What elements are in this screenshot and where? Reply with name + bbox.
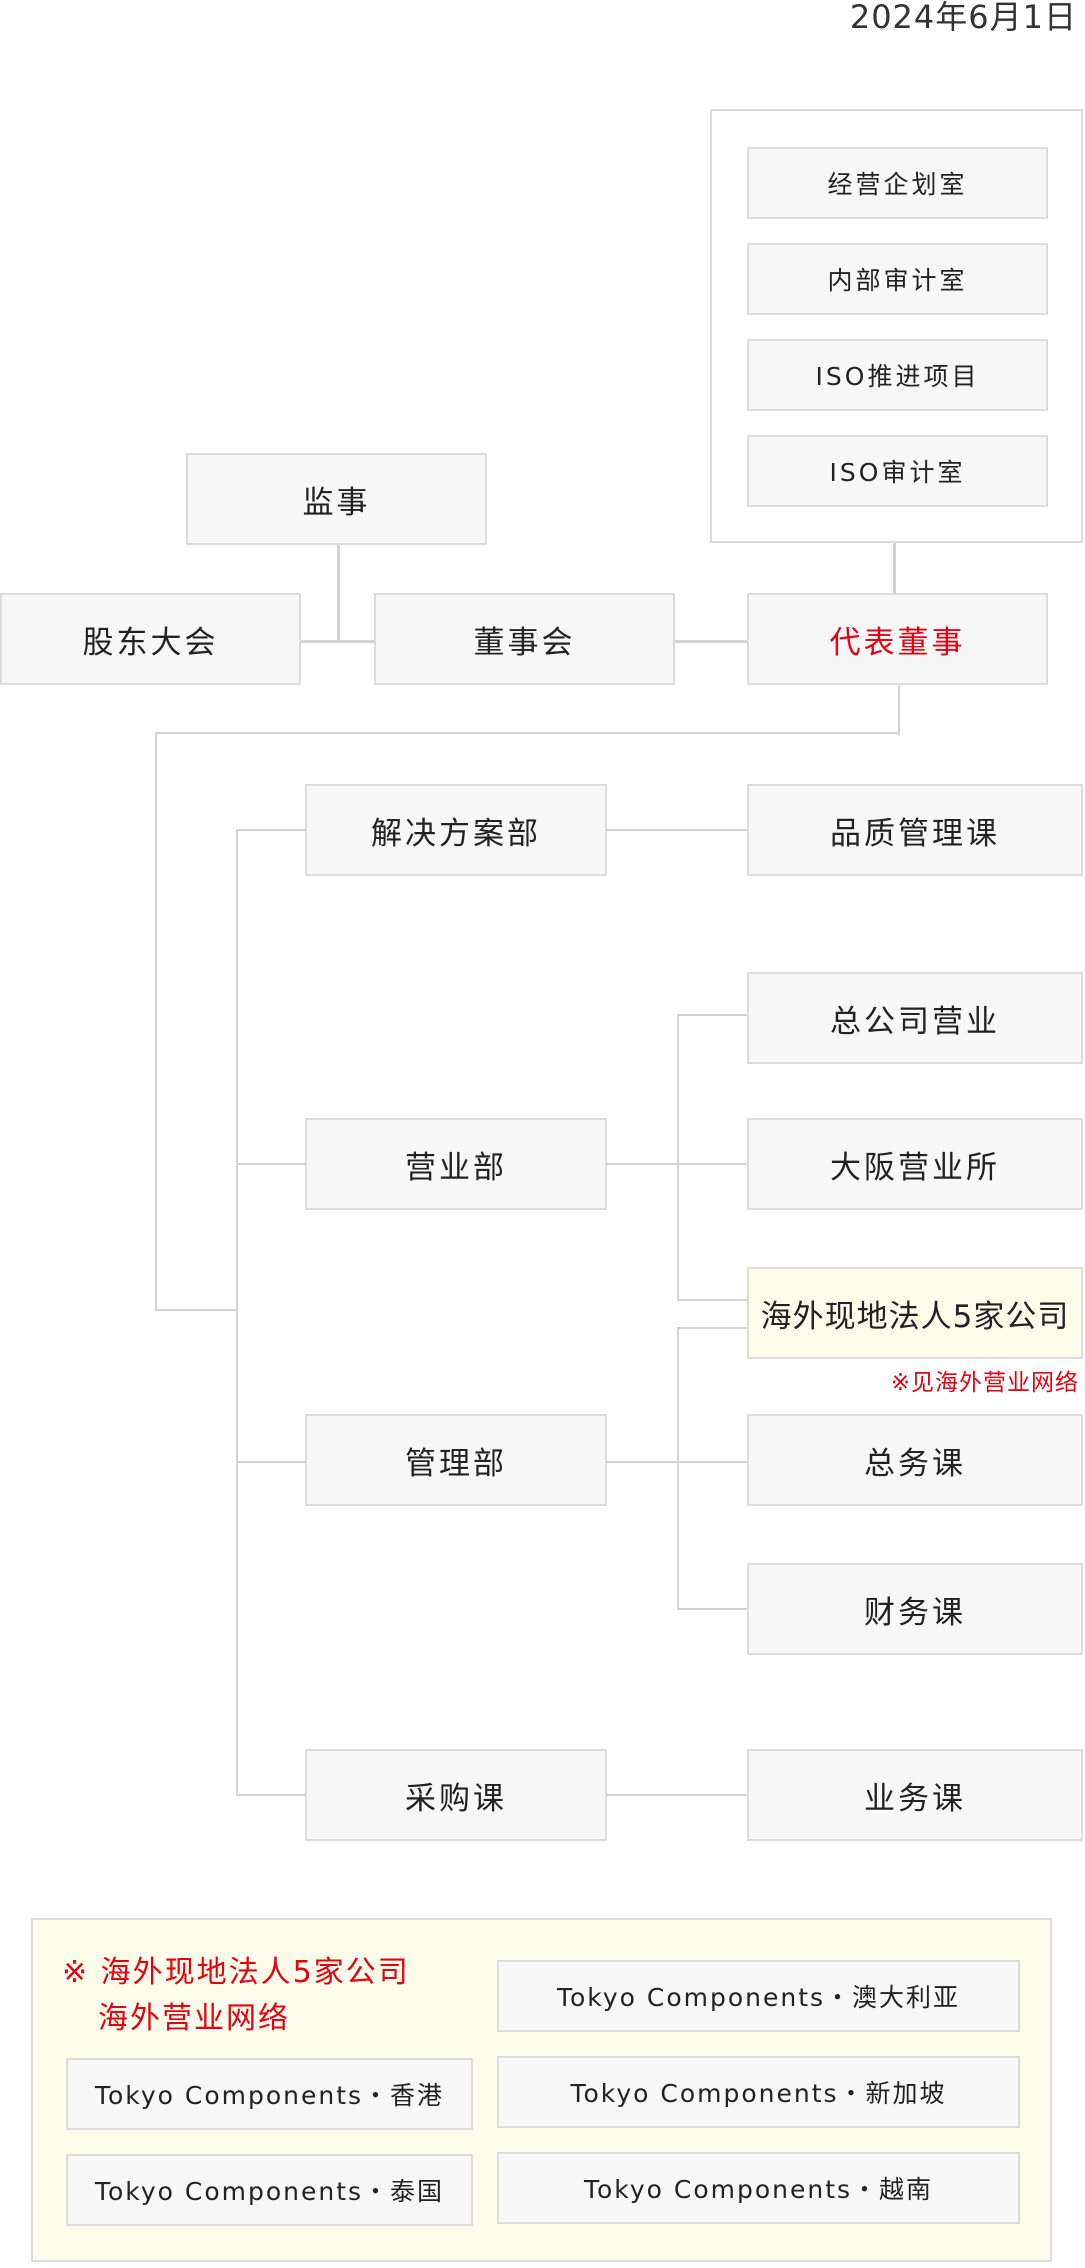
office-vietnam: Tokyo Components・越南 bbox=[497, 2152, 1020, 2224]
org-unit-internal-audit: 内部审计室 bbox=[747, 243, 1048, 315]
overseas-network-title-line1: ※ 海外现地法人5家公司 bbox=[62, 1955, 410, 1990]
office-thailand: Tokyo Components・泰国 bbox=[66, 2154, 473, 2226]
office-singapore: Tokyo Components・新加坡 bbox=[497, 2056, 1020, 2128]
date-label: 2024年6月1日 bbox=[849, 0, 1077, 36]
org-unit-representative-director: 代表董事 bbox=[747, 593, 1048, 685]
org-unit-general-affairs: 总务课 bbox=[747, 1414, 1083, 1506]
org-unit-sales: 营业部 bbox=[305, 1118, 607, 1210]
office-australia: Tokyo Components・澳大利亚 bbox=[497, 1960, 1020, 2032]
overseas-network-title: ※ 海外现地法人5家公司 海外营业网络 bbox=[62, 1950, 410, 2042]
org-unit-corporate-planning: 经营企划室 bbox=[747, 147, 1048, 219]
org-unit-hq-sales: 总公司营业 bbox=[747, 972, 1083, 1064]
org-unit-operations: 业务课 bbox=[747, 1749, 1083, 1841]
org-unit-overseas-subsidiaries: 海外现地法人5家公司 bbox=[747, 1267, 1083, 1359]
org-unit-admin: 管理部 bbox=[305, 1414, 607, 1506]
org-unit-quality: 品质管理课 bbox=[747, 784, 1083, 876]
org-unit-finance: 财务课 bbox=[747, 1563, 1083, 1655]
overseas-note: ※见海外营业网络 bbox=[890, 1370, 1079, 1396]
org-unit-osaka-sales: 大阪营业所 bbox=[747, 1118, 1083, 1210]
overseas-network-title-line2: 海外营业网络 bbox=[98, 2001, 290, 2036]
org-unit-solutions: 解决方案部 bbox=[305, 784, 607, 876]
org-unit-iso-project: ISO推进项目 bbox=[747, 339, 1048, 411]
org-unit-board: 董事会 bbox=[374, 593, 675, 685]
org-unit-shareholders-meeting: 股东大会 bbox=[0, 593, 301, 685]
org-unit-iso-audit: ISO审计室 bbox=[747, 435, 1048, 507]
office-hong-kong: Tokyo Components・香港 bbox=[66, 2058, 473, 2130]
org-unit-purchasing: 采购课 bbox=[305, 1749, 607, 1841]
org-unit-auditor: 监事 bbox=[186, 453, 487, 545]
